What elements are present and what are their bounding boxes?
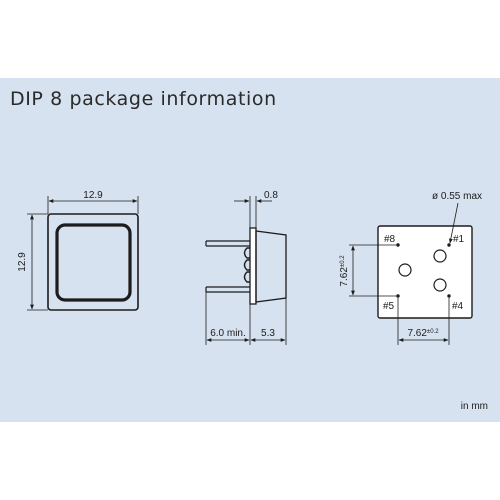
top-height-label: 12.9	[17, 252, 28, 272]
side-standoffs	[243, 247, 250, 283]
pin-label-1: #1	[453, 234, 465, 245]
top-width-label: 12.9	[83, 190, 103, 201]
hole-diameter-label: ø 0.55 max	[432, 191, 482, 202]
side-body	[255, 230, 287, 303]
unit-note: in mm	[460, 401, 488, 412]
pin-label-5: #5	[383, 301, 395, 312]
pin-dot-1	[447, 243, 451, 247]
horizontal-pitch-label: 7.62±0.2	[407, 328, 439, 339]
top-view-outer-outline	[47, 213, 139, 311]
side-lead-label: 6.0 min.	[210, 328, 246, 339]
pin-label-4: #4	[452, 301, 464, 312]
page-title: DIP 8 package information	[10, 88, 277, 110]
top-view: 12.9 12.9	[17, 190, 139, 311]
lead-hole	[433, 249, 447, 263]
side-thickness-label: 0.8	[264, 190, 278, 201]
pin-dot-5	[396, 294, 400, 298]
side-base-plate	[249, 227, 257, 305]
top-view-inner-outline	[55, 223, 132, 302]
lead-hole	[433, 278, 447, 292]
pin-dot-4	[447, 294, 451, 298]
bottom-view: #8 #1 #5 #4 ø 0.55 max 7.62±0.2 7.62±0.2	[339, 191, 482, 345]
side-body-label: 5.3	[261, 328, 275, 339]
lead-hole	[398, 263, 412, 277]
side-view: 0.8 6.0 min. 5.3	[205, 190, 287, 345]
pin-label-8: #8	[384, 234, 396, 245]
pin-dot-8	[396, 243, 400, 247]
hole-diameter-leader	[448, 202, 459, 244]
vertical-pitch-label: 7.62±0.2	[339, 255, 350, 287]
